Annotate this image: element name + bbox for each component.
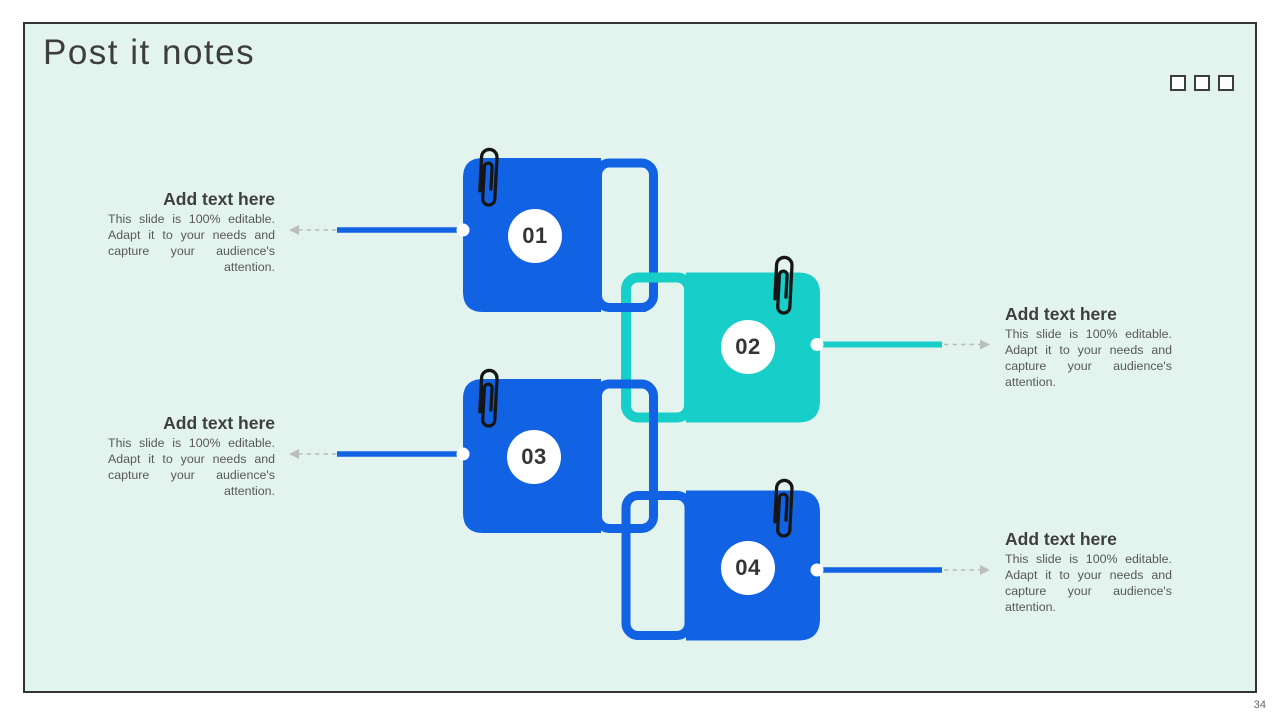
connector-04-dot [810,563,824,577]
paperclip-icon [773,478,794,538]
note-03-number-badge[interactable]: 03 [507,430,561,484]
decorative-square [1170,75,1186,91]
note-01-number-badge[interactable]: 01 [508,209,562,263]
note-03-body-text: This slide is 100% editable. Adapt it to… [108,436,275,498]
connector-04-arrow-icon [980,565,990,575]
slide-background [23,22,1257,693]
decorative-square [1218,75,1234,91]
slide-title[interactable]: Post it notes [43,33,256,72]
page-number: 34 [1253,699,1266,711]
note-02-heading: Add text here [1005,304,1117,324]
note-01-body-text: This slide is 100% editable. Adapt it to… [108,212,275,274]
connector-01-arrow-icon [289,225,299,235]
decorative-squares [1170,75,1234,91]
connector-02-dot [810,338,824,351]
note-03-text-block[interactable]: Add text here This slide is 100% editabl… [108,413,275,500]
note-01-text-block[interactable]: Add text here This slide is 100% editabl… [108,189,275,276]
note-04-body-text: This slide is 100% editable. Adapt it to… [1005,552,1172,614]
paperclip-icon [478,147,499,207]
note-04-number-badge[interactable]: 04 [721,541,775,595]
note-04-heading: Add text here [1005,529,1117,549]
connector-03-arrow-icon [289,449,299,459]
note-01-heading: Add text here [163,189,275,209]
connector-02-arrow-icon [980,339,990,350]
note-03-heading: Add text here [163,413,275,433]
decorative-square [1194,75,1210,91]
paperclip-icon [773,255,794,315]
note-02-text-block[interactable]: Add text here This slide is 100% editabl… [1005,304,1172,391]
note-02-number-badge[interactable]: 02 [721,320,775,374]
note-02-body-text: This slide is 100% editable. Adapt it to… [1005,327,1172,389]
connector-03-dot [456,447,470,461]
note-04-text-block[interactable]: Add text here This slide is 100% editabl… [1005,529,1172,616]
paperclip-icon [478,368,499,428]
connector-01-dot [456,223,470,237]
